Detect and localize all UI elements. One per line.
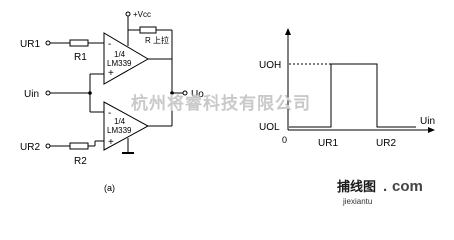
resistor-r2-label: R2 (74, 156, 87, 167)
input-ur2-terminal (45, 143, 51, 149)
resistor-r1 (69, 39, 89, 47)
output-terminal (182, 90, 188, 96)
comparator-top: - + 1/4 LM339 (103, 32, 149, 85)
logo-url: jiexiantu (342, 197, 372, 206)
resistor-r1-label: R1 (74, 52, 87, 63)
graph-uol-label: UOL (259, 122, 280, 133)
comparator-top-minus: - (108, 39, 111, 50)
graph-ur2-tick: UR2 (376, 138, 396, 149)
transfer-characteristic-graph: UOH UOL 0 UR1 UR2 Uin (259, 28, 435, 149)
vcc-label: +Vcc (133, 10, 151, 19)
circuit-schematic: UR1 R1 - + 1/4 LM339 +Vcc R 上拉 Uo Uin (20, 10, 204, 193)
resistor-r2 (69, 142, 89, 150)
comparator-top-plus: + (108, 68, 114, 79)
comparator-bottom-part: LM339 (107, 126, 132, 135)
window-comparator-diagram: UR1 R1 - + 1/4 LM339 +Vcc R 上拉 Uo Uin (20, 10, 435, 206)
output-label: Uo (191, 89, 204, 100)
watermark-text: 杭州将睿科技有限公司 (131, 93, 311, 114)
graph-origin-label: 0 (282, 135, 287, 145)
circuit-caption: (a) (104, 183, 115, 193)
logo-dot: . (383, 178, 387, 195)
graph-ur1-tick: UR1 (318, 138, 338, 149)
vcc-terminal (125, 11, 131, 17)
comparator-top-fraction: 1/4 (114, 50, 126, 59)
graph-x-arrow (428, 127, 435, 133)
comparator-bottom-plus: + (108, 137, 114, 148)
logo-chinese: 捕线图 (337, 179, 376, 195)
graph-y-arrow (285, 28, 291, 35)
site-logo: 捕线图 . com jiexiantu (337, 178, 423, 206)
input-ur1-terminal (45, 40, 51, 46)
resistor-pullup (139, 26, 157, 34)
input-uin-terminal (45, 90, 51, 96)
graph-uoh-label: UOH (259, 60, 281, 71)
input-ur2-label: UR2 (20, 142, 40, 153)
comparator-bottom: - + 1/4 LM339 (103, 101, 150, 151)
input-uin-label: Uin (24, 89, 39, 100)
comparator-top-part: LM339 (107, 59, 132, 68)
comparator-bottom-fraction: 1/4 (114, 117, 126, 126)
pullup-label: R 上拉 (145, 35, 169, 45)
logo-suffix: com (392, 178, 423, 195)
graph-x-axis-label: Uin (420, 116, 435, 127)
graph-output-curve (289, 63, 416, 128)
comparator-bottom-minus: - (108, 108, 111, 119)
input-ur1-label: UR1 (20, 39, 40, 50)
